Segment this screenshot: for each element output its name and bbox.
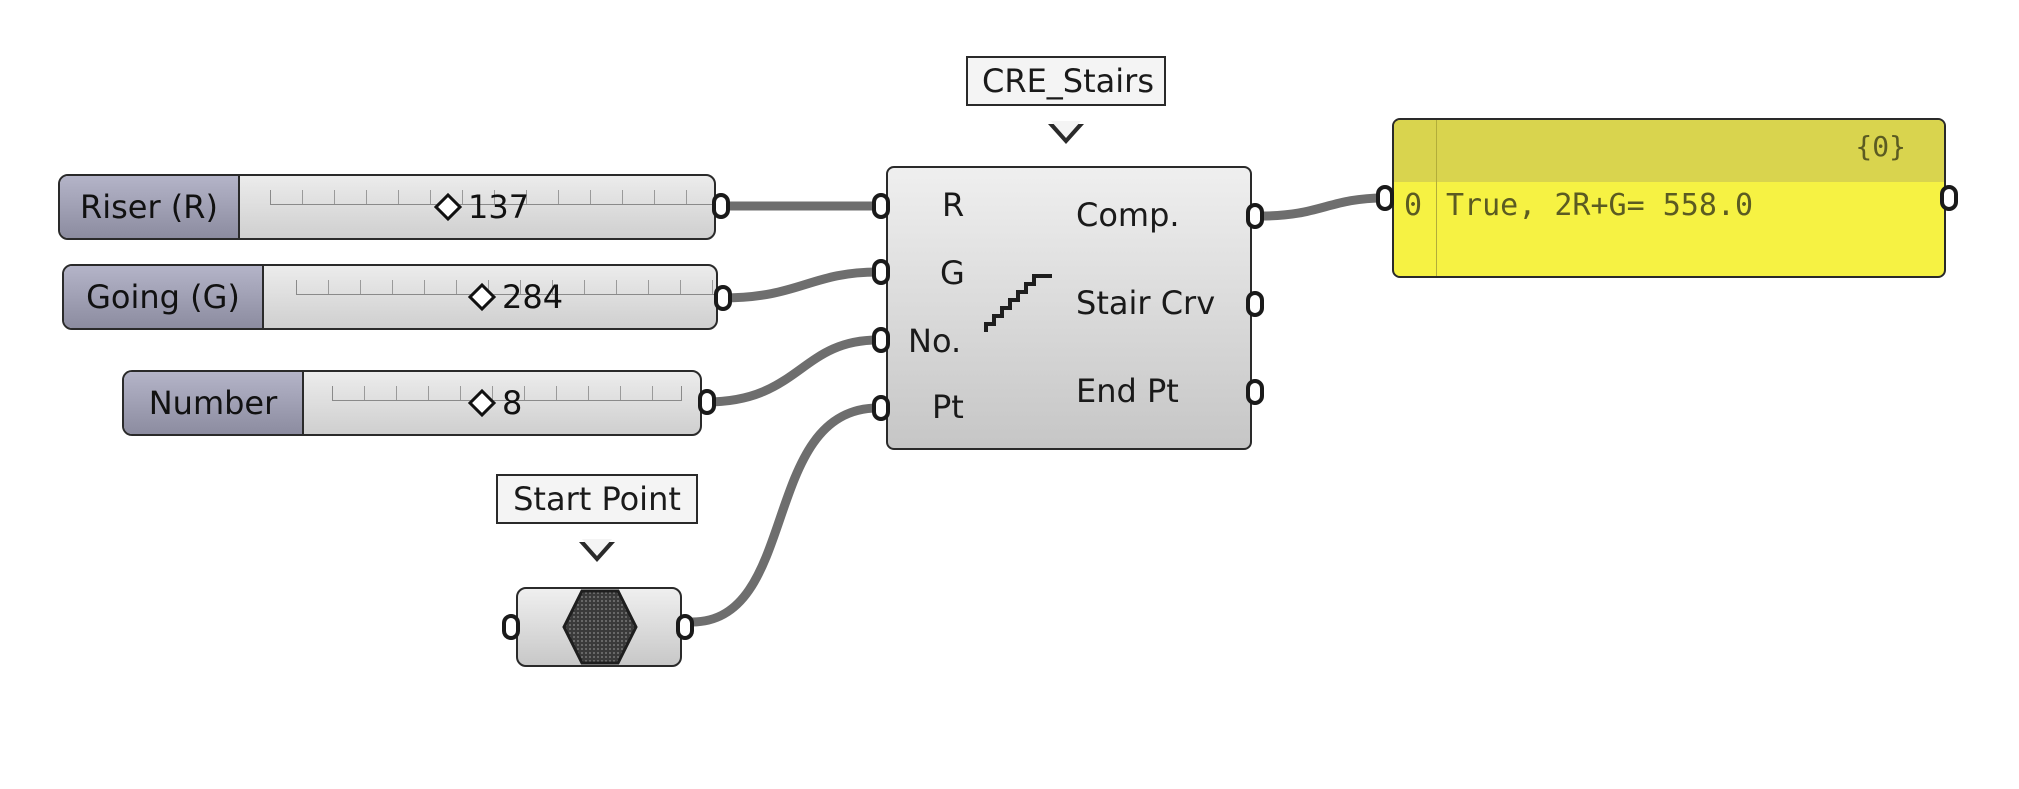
output-label-comp: Comp. <box>1076 196 1180 234</box>
output-grip-comp[interactable] <box>1246 203 1264 229</box>
slider-label: Riser (R) <box>60 176 240 238</box>
input-label-r: R <box>942 186 965 224</box>
panel-output-grip[interactable] <box>1940 185 1958 211</box>
number-slider[interactable]: Number 8 <box>122 370 702 436</box>
wire-going <box>717 267 883 303</box>
panel-item-text: True, 2R+G= 558.0 <box>1446 188 1754 223</box>
output-label-end-pt: End Pt <box>1076 372 1179 410</box>
input-grip-g[interactable] <box>872 259 890 285</box>
input-grip-pt[interactable] <box>872 395 890 421</box>
component-nickname: CRE_Stairs <box>982 62 1154 100</box>
wire-output <box>1257 193 1389 221</box>
wire-number <box>701 335 883 407</box>
output-grip-end-pt[interactable] <box>1246 379 1264 405</box>
start-point-param[interactable] <box>516 587 682 667</box>
output-grip-stair-crv[interactable] <box>1246 291 1264 317</box>
stairs-icon <box>984 274 1052 332</box>
cre-stairs-component[interactable] <box>886 166 1252 450</box>
riser-output-grip[interactable] <box>712 193 730 219</box>
slider-value: 137 <box>468 188 530 226</box>
panel-branch-path: {0} <box>1855 130 1906 163</box>
slider-grip-icon[interactable] <box>467 282 497 312</box>
input-label-no: No. <box>908 322 962 360</box>
slider-value: 8 <box>502 384 523 422</box>
start-point-callout: Start Point <box>496 474 698 562</box>
panel-header <box>1394 120 1944 182</box>
start-point-label: Start Point <box>513 480 681 518</box>
point-input-grip[interactable] <box>502 614 520 640</box>
input-label-g: G <box>940 254 965 292</box>
slider-value-display[interactable]: 8 <box>467 372 526 434</box>
slider-value: 284 <box>502 278 564 316</box>
component-callout: CRE_Stairs <box>966 56 1166 144</box>
going-output-grip[interactable] <box>714 285 732 311</box>
slider-label: Number <box>124 372 304 434</box>
slider-rail[interactable] <box>296 280 716 295</box>
going-slider[interactable]: Going (G) 284 <box>62 264 718 330</box>
wire-point <box>687 403 883 627</box>
slider-rail[interactable] <box>332 386 682 401</box>
output-panel[interactable]: {0} 0 True, 2R+G= 558.0 <box>1392 118 1946 278</box>
slider-value-display[interactable]: 284 <box>467 266 567 328</box>
slider-value-display[interactable]: 137 <box>433 176 533 238</box>
panel-index-divider <box>1436 120 1437 276</box>
panel-input-grip[interactable] <box>1376 185 1394 211</box>
slider-label: Going (G) <box>64 266 264 328</box>
slider-grip-icon[interactable] <box>433 192 463 222</box>
riser-slider[interactable]: Riser (R) 137 <box>58 174 716 240</box>
slider-grip-icon[interactable] <box>467 388 497 418</box>
input-grip-no[interactable] <box>872 327 890 353</box>
number-output-grip[interactable] <box>698 389 716 415</box>
panel-item-index: 0 <box>1404 188 1423 223</box>
input-grip-r[interactable] <box>872 193 890 219</box>
slider-rail[interactable] <box>270 190 714 205</box>
hexagon-point-icon <box>562 589 638 665</box>
output-label-stair-crv: Stair Crv <box>1076 284 1216 322</box>
point-output-grip[interactable] <box>676 614 694 640</box>
input-label-pt: Pt <box>932 388 964 426</box>
